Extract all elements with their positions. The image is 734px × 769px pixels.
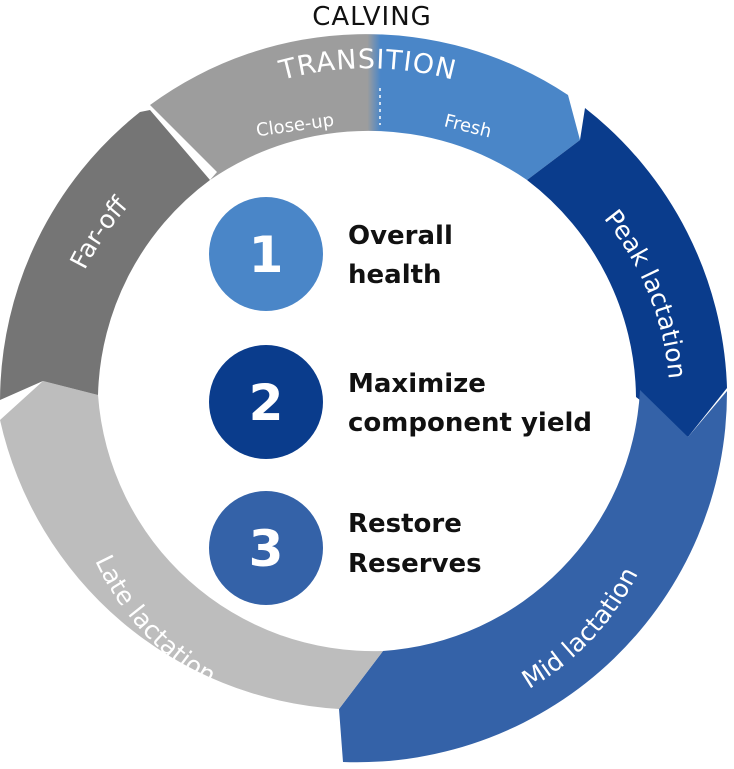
goal-3-line2: Reserves (348, 549, 482, 579)
goal-1-line1: Overall (348, 221, 453, 251)
segment-transition (150, 34, 580, 180)
goal-2-line1: Maximize (348, 369, 486, 399)
segment-far-off (0, 110, 210, 400)
calving-label: CALVING (312, 2, 432, 32)
goal-2: 2 Maximize component yield (209, 345, 592, 459)
goal-1: 1 Overall health (209, 197, 453, 311)
goal-3: 3 Restore Reserves (209, 491, 482, 605)
goal-1-circle (209, 197, 323, 311)
goal-2-number: 2 (249, 374, 284, 432)
goal-3-circle (209, 491, 323, 605)
goal-3-number: 3 (249, 520, 284, 578)
segment-mid-lactation (339, 390, 728, 763)
goal-1-number: 1 (249, 226, 284, 284)
goal-2-circle (209, 345, 323, 459)
goal-3-line1: Restore (348, 509, 462, 539)
goal-2-line2: component yield (348, 408, 592, 438)
goal-1-line2: health (348, 260, 442, 290)
segment-peak-lactation (527, 108, 727, 437)
segment-late-lactation (0, 381, 383, 709)
